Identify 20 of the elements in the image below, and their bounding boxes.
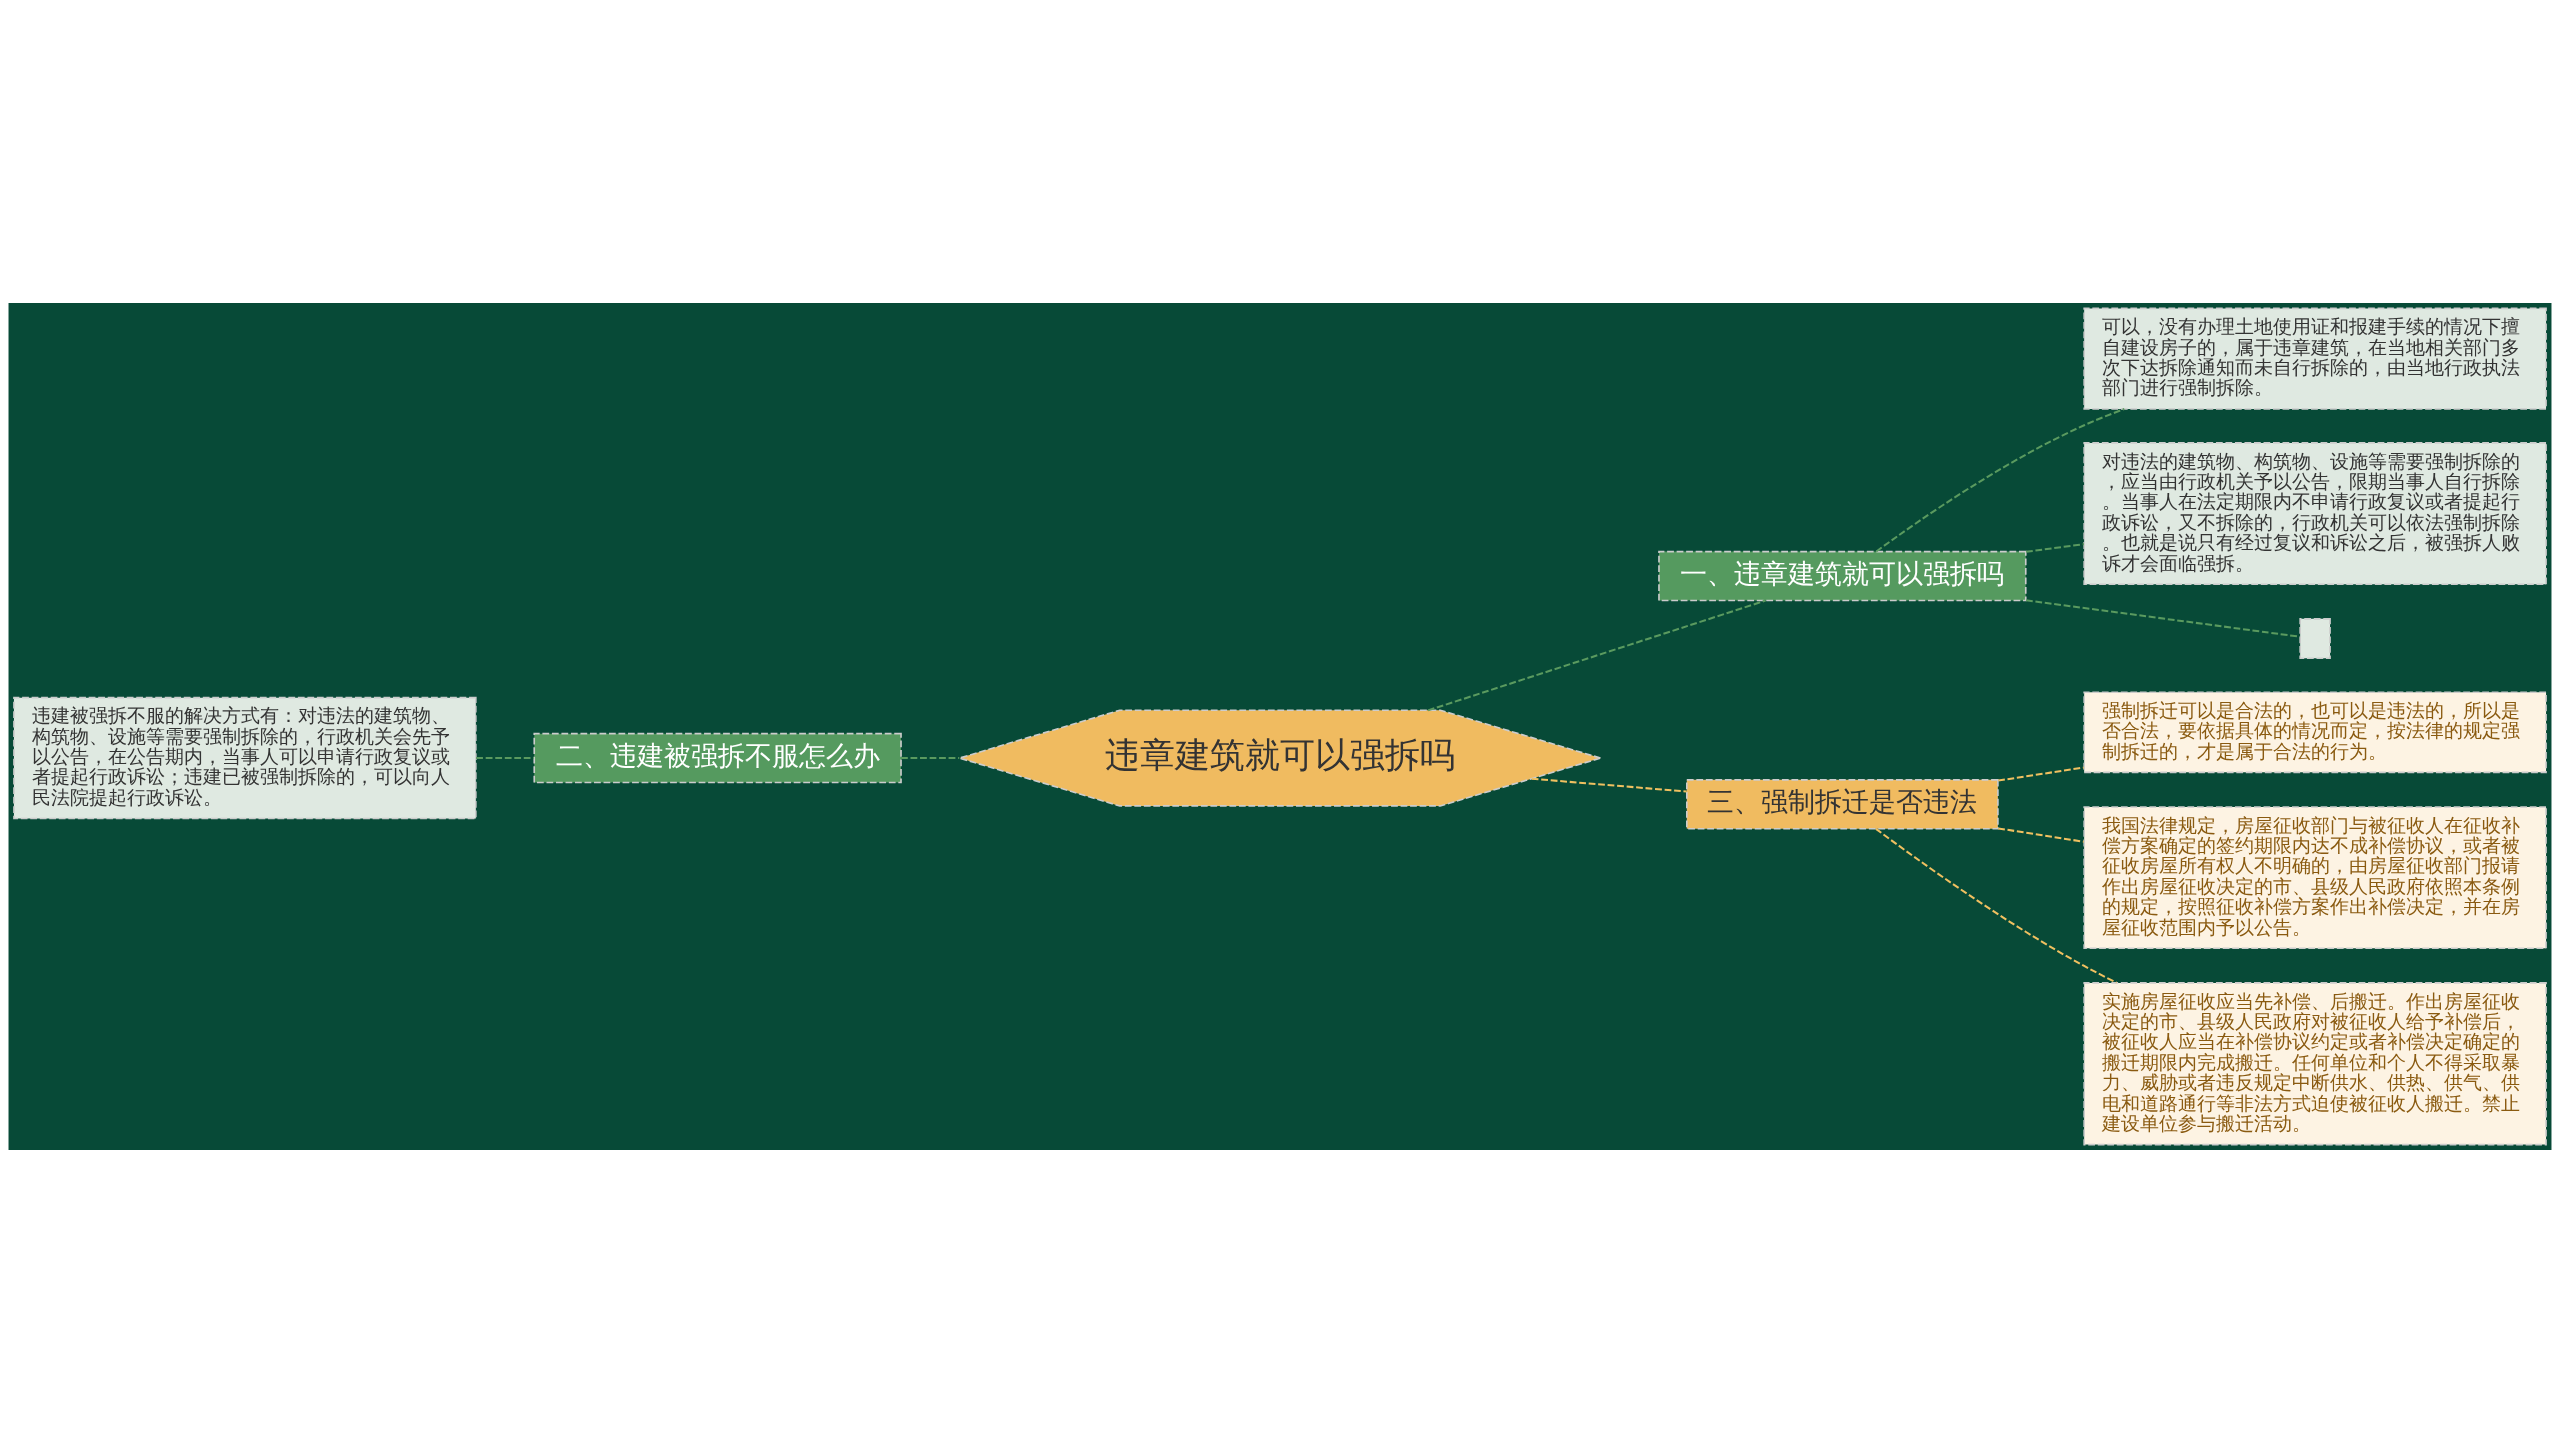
node-box: 强制拆迁可以是合法的，也可以是违法的，所以是否合法，要依据具体的情况而定，按法律的规定强制拆迁的，才是属于合法的行为。	[2083, 691, 2547, 774]
connector	[1427, 599, 1766, 712]
connector	[2025, 543, 2085, 553]
connector	[1531, 777, 1687, 793]
connector	[1998, 827, 2084, 843]
connector	[1875, 408, 2125, 553]
connector	[476, 757, 535, 760]
node-box: 实施房屋征收应当先补偿、后搬迁。作出房屋征收决定的市、县级人民政府对被征收人给予补偿后，被征收人应当在补偿协议约定或者补偿决定确定的搬迁期限内完成搬迁。任何单位和个人不得采取暴力、威胁或者违反规定中断供水、供热、供气、供电和道路通行等非法方式迫使被征收人搬迁。禁止建设单位参与搬迁活动。	[2083, 982, 2547, 1146]
connector	[1998, 766, 2084, 782]
connector	[1875, 828, 2118, 984]
node-box: 一、违章建筑就可以强拆吗	[1658, 550, 2027, 602]
node-box: 对违法的建筑物、构筑物、设施等需要强制拆除的，应当由行政机关予以公告，限期当事人自行拆除。当事人在法定期限内不申请行政复议或者提起行政诉讼，又不拆除的，行政机关可以依法强制拆除。也就是说只有经过复议和诉讼之后，被强拆人败诉才会面临强拆。	[2083, 442, 2547, 585]
node-box: 我国法律规定，房屋征收部门与被征收人在征收补偿方案确定的签约期限内达不成补偿协议，或者被征收房屋所有权人不明确的，由房屋征收部门报请作出房屋征收决定的市、县级人民政府依照本条例的规定，按照征收补偿方案作出补偿决定，并在房屋征收范围内予以公告。	[2083, 806, 2547, 950]
node-box: 二、违建被强拆不服怎么办	[533, 732, 902, 784]
node-box: 可以，没有办理土地使用证和报建手续的情况下擅自建设房子的，属于违章建筑，在当地相关部门多次下达拆除通知而未自行拆除的，由当地行政执法部门进行强制拆除。	[2083, 307, 2547, 410]
node-box: 三、强制拆迁是否违法	[1686, 779, 1999, 830]
node-box: 违建被强拆不服的解决方式有：对违法的建筑物、构筑物、设施等需要强制拆除的，行政机关会先予以公告，在公告期内，当事人可以申请行政复议或者提起行政诉讼；违建已被强制拆除的，可以向人民法院提起行政诉讼。	[13, 696, 477, 820]
connector	[2025, 599, 2300, 638]
node-box	[2299, 618, 2331, 660]
connector	[901, 757, 960, 760]
